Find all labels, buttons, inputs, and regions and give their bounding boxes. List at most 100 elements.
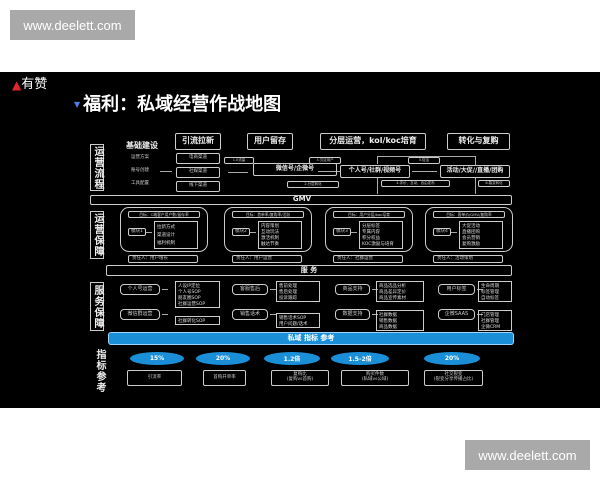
goal-box: 目标：客单价/GMV/复购率	[433, 211, 505, 218]
list-item: 标签管理	[481, 290, 499, 295]
list-item: 商品差异定价	[379, 290, 406, 295]
connector	[162, 314, 168, 315]
service-box: 个人号运营	[120, 284, 160, 295]
step-tag: 6.裂变转化	[478, 180, 510, 187]
module-box: 模块2	[232, 228, 250, 236]
service-box: 商品支持	[335, 284, 370, 295]
base-item: 运营方案	[131, 154, 149, 160]
guarantee-group	[425, 207, 513, 252]
item-list: 内容策划互动玩法激活机制触达节奏	[258, 221, 302, 249]
metric-value: 1.2倍	[264, 352, 320, 365]
list-item: 生命周期	[481, 284, 499, 289]
owner-box: 责任人：用户运营	[232, 255, 302, 263]
list-item: 社群数据	[379, 312, 397, 318]
bracket-line	[475, 156, 476, 166]
row-label-metrics: 指标参考	[92, 346, 106, 396]
list-item: 福利机制	[157, 241, 175, 246]
metric-value: 20%	[424, 352, 480, 365]
list-item: 投诉跟踪	[279, 296, 297, 301]
service-box: 企微SAAS	[438, 309, 475, 320]
list-item: 分层标签	[362, 224, 380, 229]
metric-label: 复购比 (复购vs首购)	[271, 370, 329, 386]
metric-value: 1.5-2倍	[331, 352, 389, 365]
connector	[270, 314, 276, 315]
bracket-line	[475, 178, 476, 194]
item-list: 社群数据销售数据商品数据	[376, 309, 424, 331]
step-tag: 1.0流量	[224, 157, 254, 164]
list-item: 商品数据	[379, 324, 397, 330]
module-box: 模块4	[433, 228, 451, 236]
strategy-map-slide: ▲ 有赞 ▼ 福利：私域经营作战地图 运营流程 运营保障 服务保障 指标参考 基…	[0, 72, 600, 408]
step-tag: 4.评价、互动、自由发布	[381, 180, 450, 187]
list-item: 商品选品分析	[379, 284, 406, 289]
channel-box: 电商渠道	[176, 153, 220, 164]
list-item: 互动玩法	[261, 230, 279, 235]
service-box: 用户标签	[438, 284, 475, 295]
metric-label: 引流率	[127, 370, 182, 386]
metric-value: 15%	[130, 352, 184, 365]
list-item: 内容策划	[261, 224, 279, 229]
list-item: 社群转化SOP	[178, 318, 206, 324]
thumbs-up-icon: ▲	[12, 77, 22, 92]
logo: ▲ 有赞	[12, 78, 47, 92]
list-item: 售前处理	[279, 284, 297, 289]
flow-node: 活动/大促//直播/团购	[440, 165, 510, 178]
service-bar: 服 务	[106, 265, 512, 276]
item-list: 门店管理社群管理企微CRM	[478, 309, 512, 331]
stage-header: 引流拉新	[175, 133, 221, 150]
list-item: 自动标签	[481, 296, 499, 301]
connector	[477, 314, 483, 315]
metric-label: 社交裂变 (裂变分享传播占比)	[424, 370, 483, 386]
step-tag: 2.分层转化	[287, 181, 339, 188]
bracket-line	[377, 178, 378, 194]
metric-label: 购买件数 (私域vs公域)	[341, 370, 409, 386]
list-item: 拉新方式	[157, 225, 175, 230]
item-list: 大促活动直播团购会员营销复购激励	[459, 221, 503, 249]
stage-header: 转化与复购	[447, 133, 510, 150]
list-item: 个人号SOP	[178, 290, 201, 295]
triangle-icon: ▼	[74, 100, 81, 110]
list-item: 社群运营SOP	[178, 302, 206, 307]
base-title: 基础建设	[126, 140, 158, 150]
list-item: 大促活动	[462, 224, 480, 229]
service-box: 客服售后	[232, 284, 268, 295]
owner-box: 责任人：社群运营	[333, 255, 403, 263]
list-item: 商品宣传素材	[379, 296, 406, 301]
stage-header: 分层运营，kol/koc培育	[320, 133, 426, 150]
goal-box: 目标：C端客户用户数/留存率	[128, 211, 200, 218]
connector	[162, 289, 168, 290]
connector	[451, 232, 457, 233]
stage-header: 用户留存	[247, 133, 293, 150]
gmv-bar: GMV	[90, 195, 512, 205]
arrow-line	[160, 171, 172, 172]
metric-label: 首购开单率	[203, 370, 246, 386]
goal-box: 目标：用户分层/koc培育	[333, 211, 405, 218]
metric-value: 20%	[196, 352, 250, 365]
owner-box: 责任人：活动策划	[433, 255, 503, 263]
connector	[372, 314, 378, 315]
arrow-line	[318, 171, 340, 172]
guarantee-group	[224, 207, 312, 252]
page-title: ▼ 福利：私域经营作战地图	[74, 95, 281, 115]
list-item: 朋友圈SOP	[178, 296, 201, 301]
list-item: 会员营销	[462, 236, 480, 241]
row-label-operations: 运营保障	[90, 211, 104, 259]
connector	[351, 232, 357, 233]
guarantee-group	[120, 207, 208, 252]
connector	[250, 232, 256, 233]
flow-node: 微信号/企微号	[253, 163, 337, 176]
channel-box: 社媒渠道	[176, 167, 220, 178]
watermark-bottom: www.deelett.com	[465, 440, 590, 470]
list-item: 激活机制	[261, 236, 279, 241]
row-label-process: 运营流程	[90, 144, 104, 191]
arrow-line	[412, 171, 437, 172]
item-list: 拉新方式渠道设计福利机制	[154, 221, 198, 249]
bracket-line	[377, 156, 476, 157]
list-item: 用户问题/话术	[279, 321, 308, 327]
row-label-service: 服务保障	[90, 282, 104, 331]
connector	[477, 289, 483, 290]
module-box: 模块1	[128, 228, 146, 236]
